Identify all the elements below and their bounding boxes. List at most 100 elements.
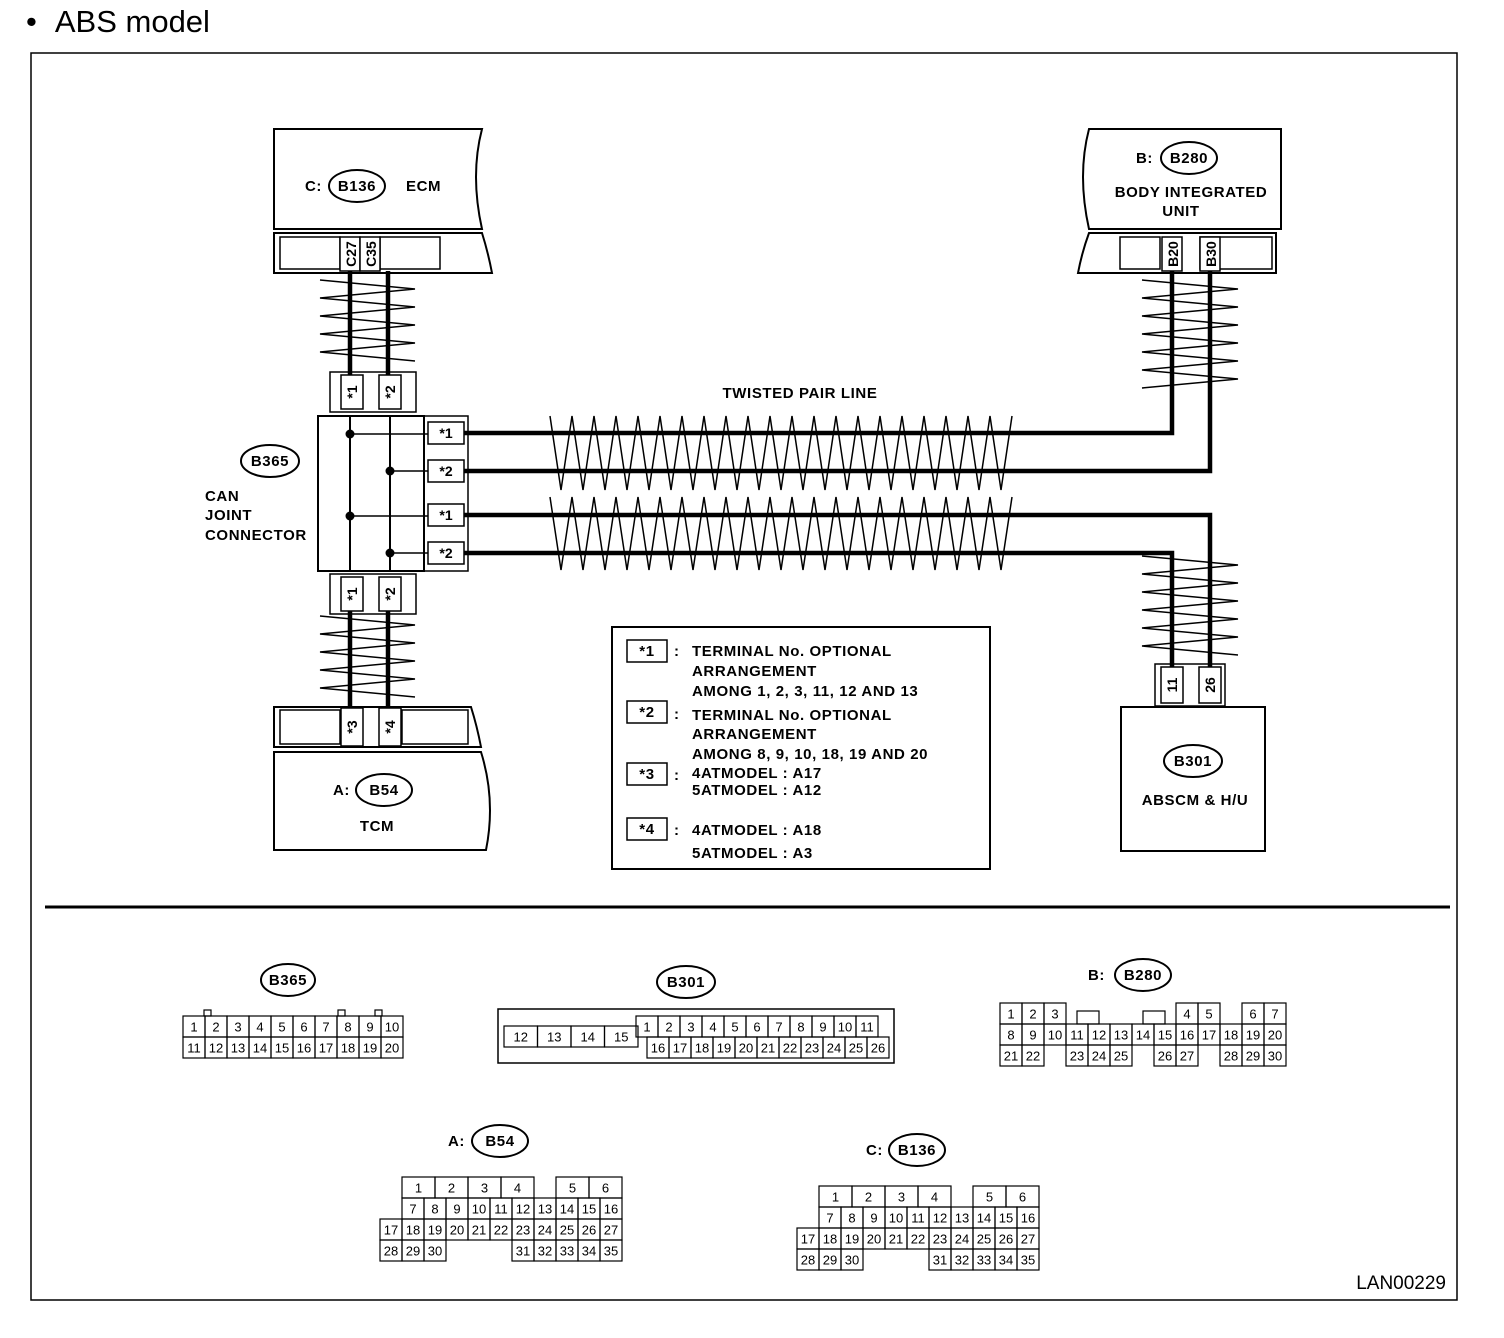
b301-pin-number: 1 — [643, 1020, 650, 1035]
b54-pin-number: 26 — [582, 1223, 596, 1238]
can-bottom-pin-label: *2 — [382, 587, 398, 600]
b54-pin-number: 4 — [514, 1181, 521, 1196]
b54-pin-number: 24 — [538, 1223, 552, 1238]
b280-pin-cell — [1263, 1044, 1287, 1067]
b301-pin-number: 13 — [547, 1030, 561, 1045]
b365-pin-cell — [380, 1036, 404, 1059]
b301-housing — [497, 1008, 895, 1064]
b54-pin-number: 1 — [415, 1181, 422, 1196]
heading-title: ABS model — [54, 4, 210, 39]
can-right-pin-label: *1 — [439, 425, 452, 441]
b280-pin-number: 11 — [1070, 1028, 1084, 1043]
b136-pin-number: 13 — [955, 1211, 969, 1226]
b365-pin-number: 19 — [363, 1041, 377, 1056]
b301-pin-number: 11 — [860, 1020, 874, 1035]
b365-pin-number: 2 — [212, 1020, 219, 1035]
b54-pin-number: 16 — [604, 1202, 618, 1217]
tcm-name: TCM — [360, 818, 394, 835]
b136-pin-number: 23 — [933, 1232, 947, 1247]
b280-pin-number: 16 — [1180, 1028, 1194, 1043]
legend-key: *3 — [639, 766, 654, 783]
b280-pin-number: 25 — [1114, 1049, 1128, 1064]
b365-pin-number: 20 — [385, 1041, 399, 1056]
b54-pin-number: 30 — [428, 1244, 442, 1259]
b54-pin-number: 6 — [602, 1181, 609, 1196]
legend: *1 *2 *3 *4 : : : : TERMINAL No. OPTIONA… — [611, 626, 991, 870]
twisted-pair-label: TWISTED PAIR LINE — [723, 385, 878, 402]
b136-view-label: B136 — [898, 1142, 936, 1159]
b280-pin-number: 27 — [1180, 1049, 1194, 1064]
b280-pin-number: 1 — [1007, 1007, 1014, 1022]
legend-text: 4ATMODEL : A17 — [692, 765, 822, 782]
svg-text::: : — [674, 643, 680, 660]
can-connector-id: B365 — [251, 453, 289, 470]
b136-pin-number: 20 — [867, 1232, 881, 1247]
twisted-pair-marks — [319, 279, 1239, 698]
b280-view-label: B280 — [1124, 967, 1162, 984]
abscm-connector-oval — [1163, 744, 1223, 778]
b280-pin-number: 12 — [1092, 1028, 1106, 1043]
legend-text: 5ATMODEL : A12 — [692, 782, 822, 799]
b136-pin-number: 35 — [1021, 1253, 1035, 1268]
b280-pin-number: 4 — [1183, 1007, 1190, 1022]
b136-pin-number: 30 — [845, 1253, 859, 1268]
b136-pin-number: 17 — [801, 1232, 815, 1247]
b136-pin-number: 31 — [933, 1253, 947, 1268]
svg-text::: : — [674, 767, 680, 784]
b301-pin-number: 20 — [739, 1041, 753, 1056]
b280-pin-cell — [1021, 1044, 1045, 1067]
b301-pin-number: 22 — [783, 1041, 797, 1056]
abscm-pin-label: 26 — [1202, 677, 1218, 693]
b136-pin-number: 10 — [889, 1211, 903, 1226]
b136-pin-number: 11 — [911, 1211, 925, 1226]
b54-pin-number: 22 — [494, 1223, 508, 1238]
b54-pin-number: 7 — [409, 1202, 416, 1217]
b54-pin-number: 17 — [384, 1223, 398, 1238]
ecm-pin-label: C35 — [363, 241, 379, 267]
b365-pin-number: 11 — [187, 1041, 201, 1056]
legend-text: AMONG 1, 2, 3, 11, 12 AND 13 — [692, 683, 918, 700]
b136-pin-number: 1 — [832, 1190, 839, 1205]
b365-pin-number: 10 — [385, 1020, 399, 1035]
b280-pin-number: 26 — [1158, 1049, 1172, 1064]
tcm-connector-id: B54 — [369, 782, 398, 799]
can-top-pin-label: *1 — [344, 385, 360, 398]
b365-pin-number: 1 — [190, 1020, 197, 1035]
b136-pin-number: 24 — [955, 1232, 969, 1247]
b136-pin-number: 19 — [845, 1232, 859, 1247]
b301-pin-number: 25 — [849, 1041, 863, 1056]
b136-pin-number: 32 — [955, 1253, 969, 1268]
b280-pin-number: 3 — [1051, 1007, 1058, 1022]
abscm-connector-id: B301 — [1174, 753, 1212, 770]
b54-pin-number: 33 — [560, 1244, 574, 1259]
ecm-prefix: C: — [305, 178, 322, 195]
b280-view-prefix: B: — [1088, 967, 1105, 984]
b301-pin-number: 4 — [709, 1020, 716, 1035]
b280-pin-number: 30 — [1268, 1049, 1282, 1064]
b301-pin-number: 10 — [838, 1020, 852, 1035]
b54-pin-number: 20 — [450, 1223, 464, 1238]
b280-pin-number: 13 — [1114, 1028, 1128, 1043]
body-prefix: B: — [1136, 150, 1153, 167]
b136-pin-number: 8 — [848, 1211, 855, 1226]
legend-text: 5ATMODEL : A3 — [692, 845, 813, 862]
b54-pin-cell — [599, 1239, 623, 1262]
b365-pin-number: 15 — [275, 1041, 289, 1056]
can-right-pin-label: *2 — [439, 545, 452, 561]
b280-pin-number: 19 — [1246, 1028, 1260, 1043]
body-pin-label: B30 — [1203, 241, 1219, 267]
b280-pin-cell — [1109, 1044, 1133, 1067]
b136-pin-number: 15 — [999, 1211, 1013, 1226]
legend-key: *4 — [639, 821, 654, 838]
b54-pin-number: 25 — [560, 1223, 574, 1238]
diagram-frame — [30, 52, 1458, 1301]
b136-pin-number: 28 — [801, 1253, 815, 1268]
b365-pin-number: 16 — [297, 1041, 311, 1056]
can-top-pin-label: *2 — [382, 385, 398, 398]
can-name-line2: JOINT — [205, 507, 252, 524]
b54-pin-cell — [423, 1239, 447, 1262]
b54-pin-number: 32 — [538, 1244, 552, 1259]
b301-pin-number: 23 — [805, 1041, 819, 1056]
b301-pin-number: 5 — [731, 1020, 738, 1035]
